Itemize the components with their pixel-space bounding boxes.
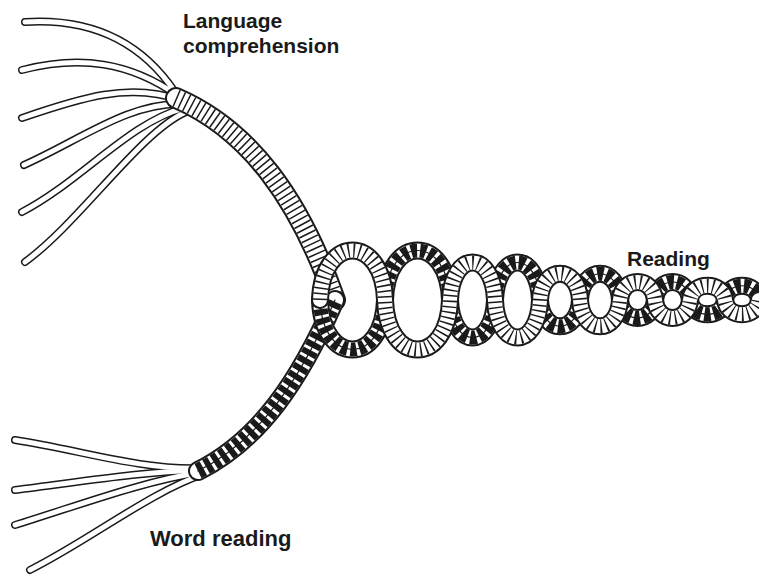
strand-label: Reading (625, 246, 712, 271)
strand-label: Language comprehension (181, 8, 385, 58)
strand-label: Word reading (148, 526, 293, 552)
